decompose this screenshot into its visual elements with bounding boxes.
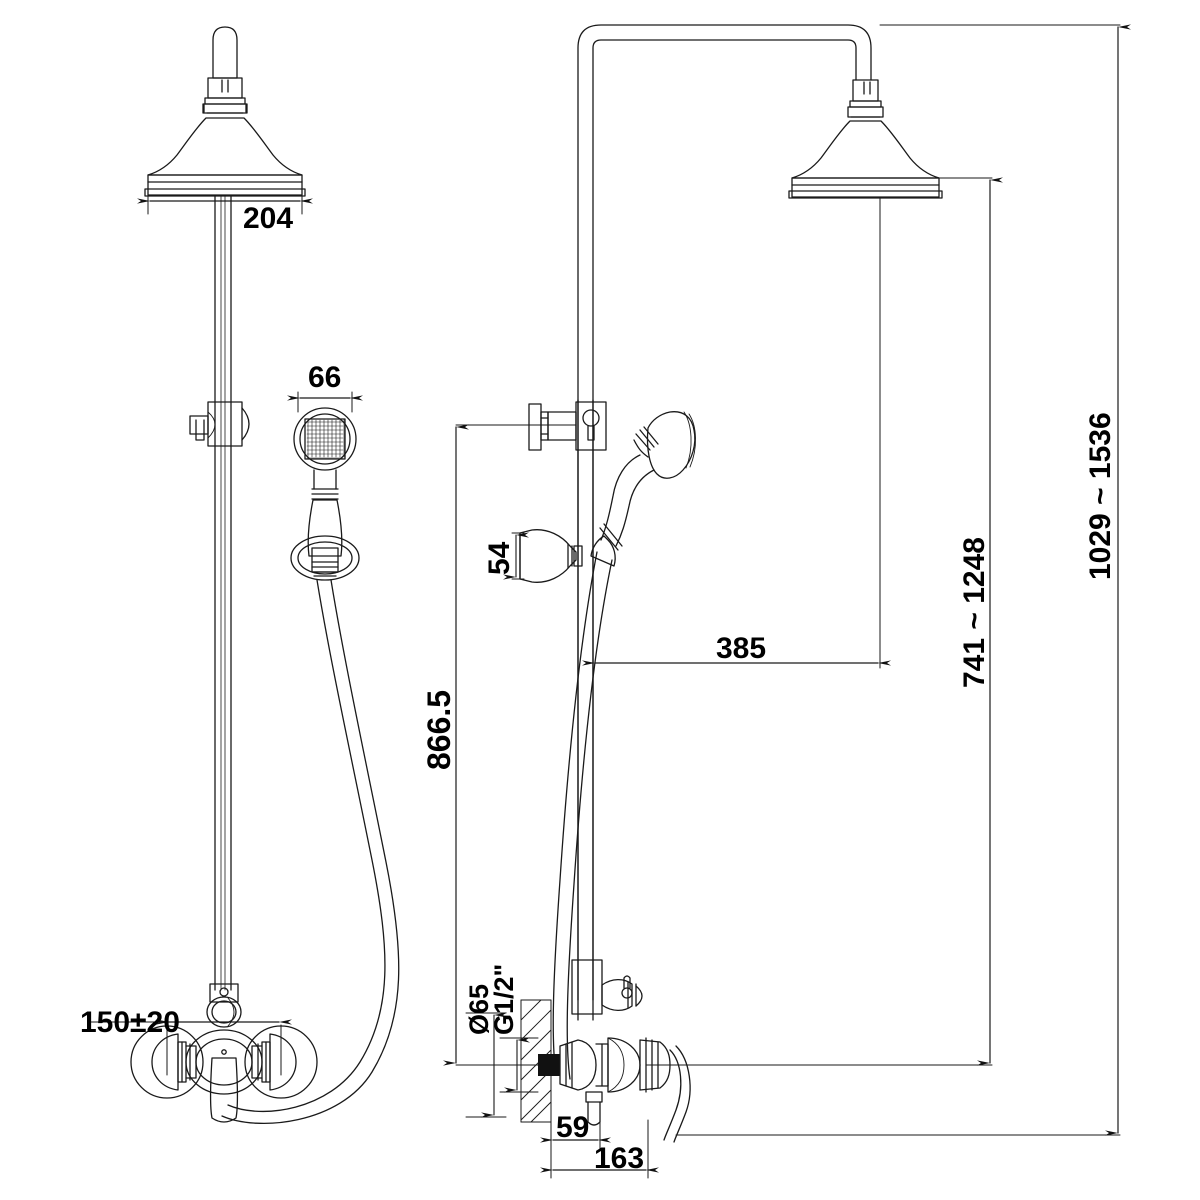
- side-shower-mixer-valve: [538, 1037, 691, 1143]
- dim-label-overall-height-range: 1029 ~ 1536: [1084, 412, 1117, 580]
- shower-arm: [577, 24, 872, 1001]
- spray-face-mesh: [306, 418, 345, 459]
- dim-label-handset-diameter: 66: [308, 361, 341, 394]
- dim-label-head-height-range: 741 ~ 1248: [958, 537, 991, 688]
- dimension-riser-height: [443, 424, 577, 1066]
- dim-label-head-projection: 385: [716, 632, 766, 665]
- riser-rail: [214, 195, 232, 991]
- dim-label-flange-projection: 59: [556, 1111, 589, 1144]
- side-overhead-shower-head: [788, 106, 943, 199]
- dimension-overall-height-range: [675, 24, 1131, 1136]
- dimension-mixer-projection: [540, 1119, 659, 1179]
- dim-label-mixer-centers: 150±20: [80, 1006, 180, 1039]
- side-riser-rail: [577, 399, 594, 1021]
- side-hand-shower-handset: [590, 411, 696, 567]
- dim-label-head-diameter: 204: [243, 202, 293, 235]
- dimension-wall-outlet: [503, 532, 529, 580]
- dimension-handset-diameter: [287, 391, 363, 413]
- side-flexible-hose: [552, 551, 613, 1080]
- overhead-shower-head: [144, 103, 306, 197]
- riser-wall-bracket: [528, 401, 607, 451]
- hand-shower-handset: [287, 391, 363, 581]
- dim-label-riser-height: 866.5: [421, 690, 457, 770]
- dimension-flange-projection: [540, 1094, 611, 1151]
- shower-mixer-valve: [130, 983, 318, 1123]
- side-elevation-view: [465, 24, 943, 1179]
- front-shower-arm-stem: [204, 26, 246, 105]
- side-holder-post: [571, 959, 643, 1015]
- dim-label-mixer-projection: 163: [594, 1142, 644, 1175]
- diverter-bracket: [189, 401, 250, 447]
- dim-label-wall-flange-diameter: Ø65: [464, 984, 494, 1035]
- dimension-head-projection: [582, 197, 891, 669]
- wall-outlet-elbow: [503, 529, 583, 583]
- dimension-head-height-range: [645, 177, 1003, 1066]
- front-elevation-view: [87, 26, 400, 1125]
- flexible-hose: [221, 579, 400, 1125]
- dim-label-wall-outlet: 54: [483, 541, 516, 575]
- dimension-mixer-centers: [87, 1019, 292, 1076]
- dim-label-inlet-thread: G1/2": [489, 964, 519, 1035]
- side-arm-connector: [849, 79, 882, 108]
